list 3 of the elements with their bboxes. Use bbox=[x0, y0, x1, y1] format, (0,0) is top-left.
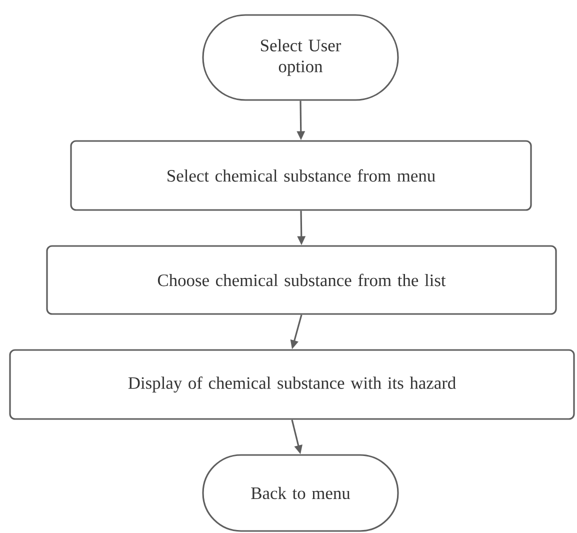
process-box: Select chemical substance from menu bbox=[70, 140, 532, 211]
process-box: Display of chemical substance with its hazard bbox=[9, 349, 575, 420]
process-box: Choose chemical substance from the list bbox=[46, 245, 557, 315]
